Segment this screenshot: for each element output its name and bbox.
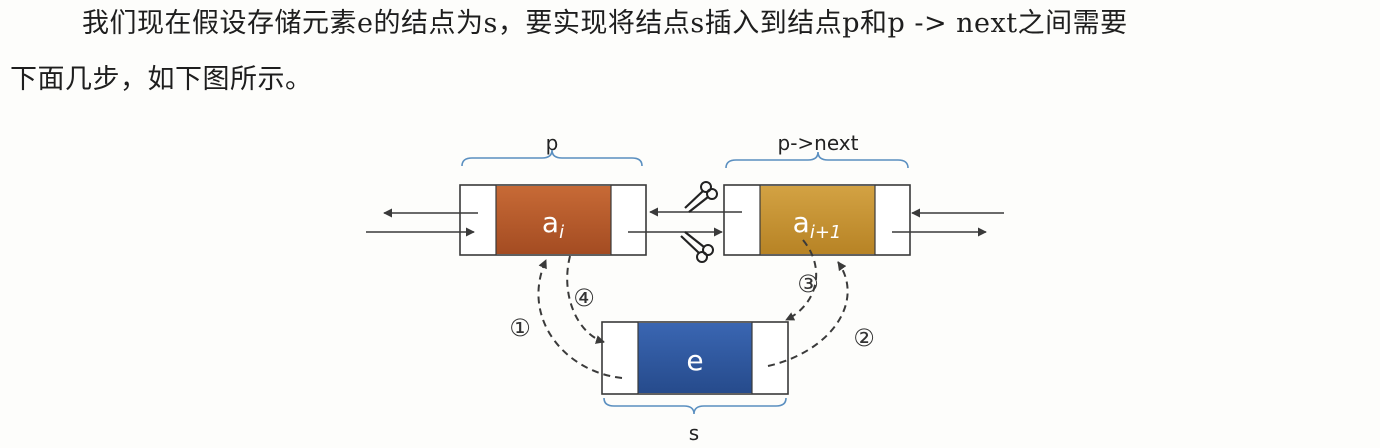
label-s: s: [689, 421, 699, 445]
step-label-3: ③: [797, 270, 819, 298]
node-p-next-value: ai+1: [793, 206, 842, 243]
node-p: ai: [459, 184, 647, 256]
brace-p: [461, 149, 643, 167]
step-label-4: ④: [573, 284, 595, 312]
brace-p-next: [725, 151, 909, 169]
paragraph-line-1: 我们现在假设存储元素e的结点为s，要实现将结点s插入到结点p和p -> next…: [82, 8, 1128, 39]
scissors-icon: [680, 231, 714, 263]
node-s: e: [601, 321, 789, 395]
node-p-next: ai+1: [723, 184, 911, 256]
brace-s: [603, 397, 787, 415]
label-p: p: [546, 131, 559, 155]
node-p-value: ai: [542, 206, 564, 243]
step-label-2: ②: [853, 324, 875, 352]
node-s-value: e: [686, 344, 703, 377]
arrow-step-4: [566, 255, 605, 344]
scissors-icon: [684, 181, 718, 213]
arrow-step-2: [767, 261, 849, 367]
step-label-1: ①: [509, 314, 531, 342]
paragraph-line-2: 下面几步，如下图所示。: [10, 64, 313, 95]
label-p-next: p->next: [778, 131, 859, 155]
arrow-step-3: [785, 239, 818, 321]
